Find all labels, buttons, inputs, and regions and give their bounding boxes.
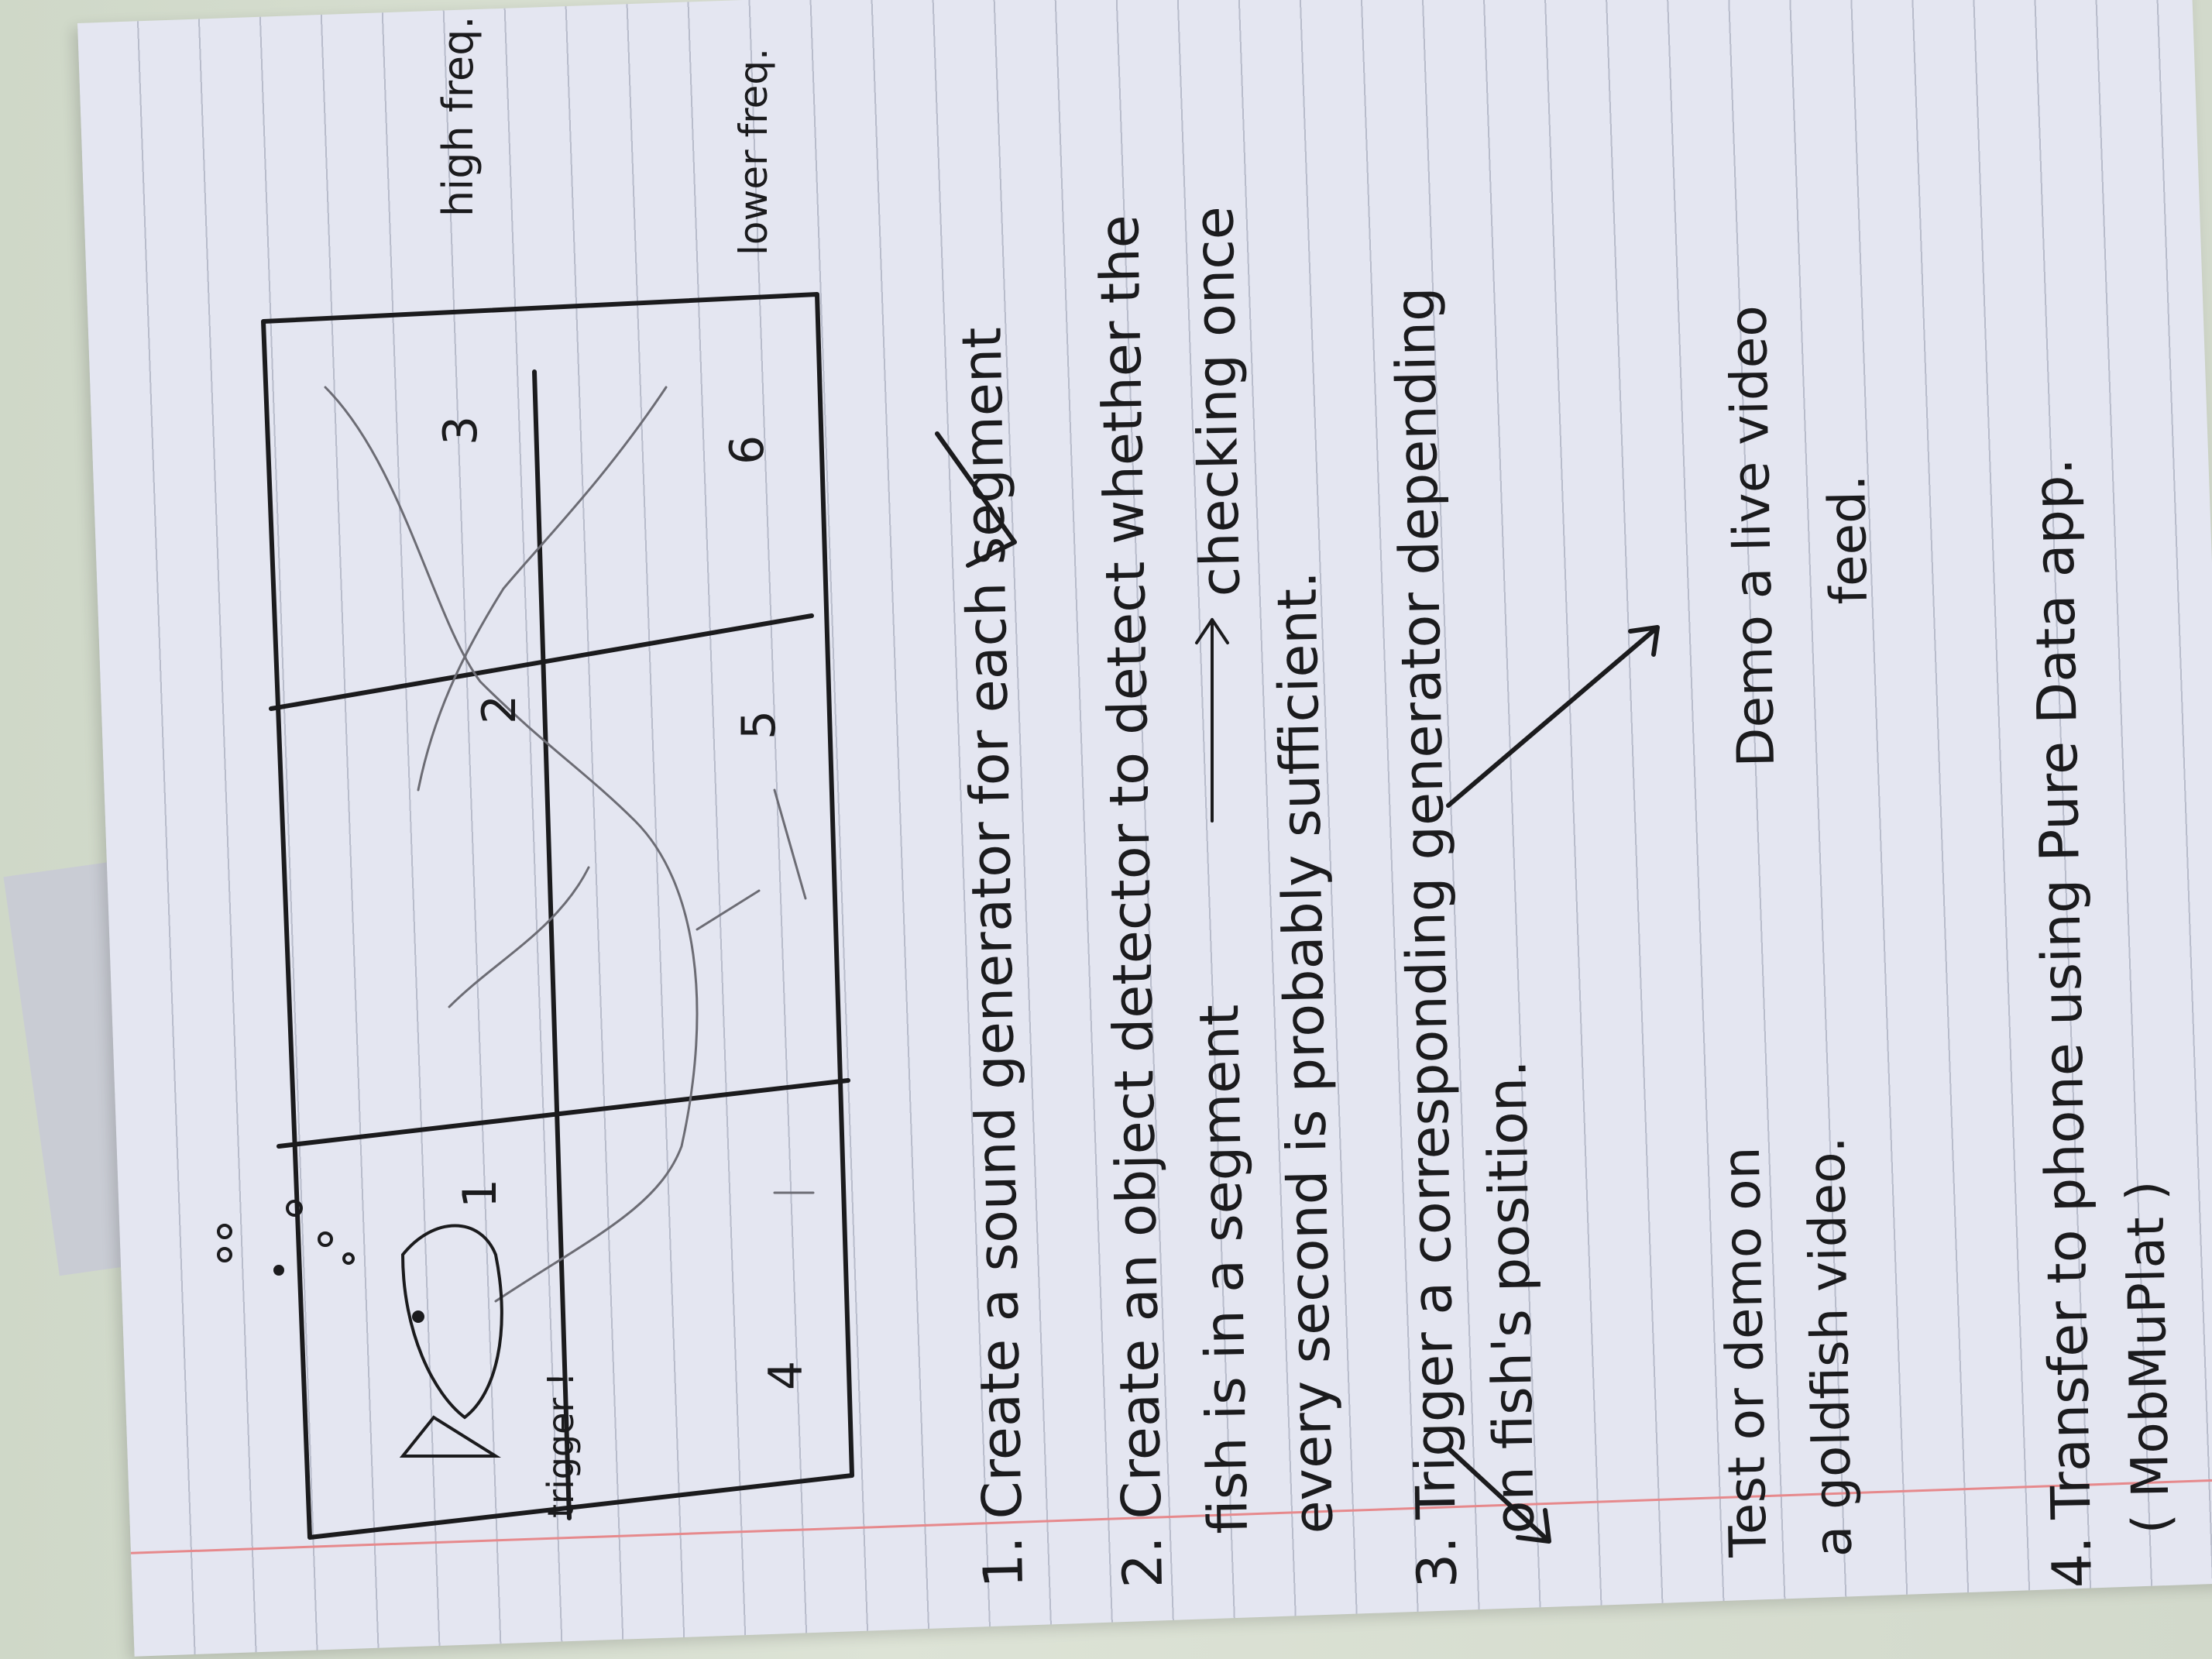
tank-midline — [532, 369, 572, 1520]
step4-line2: ( MobMuPlat ) — [2115, 1180, 2181, 1534]
step2-line1: 2. Create an object detector to detect w… — [1087, 215, 1175, 1589]
step2-line3: every second is probably sufficient. — [1265, 571, 1345, 1534]
step2-line2: fish is in a segment — [1187, 1004, 1260, 1534]
check-mark — [935, 431, 1017, 568]
segment-label-5: 5 — [732, 710, 786, 740]
arrow-up-right-icon — [1446, 625, 1660, 808]
pencil-mark — [696, 889, 761, 931]
divider-upper — [269, 613, 814, 711]
trigger-label: trigger ! — [540, 1372, 582, 1518]
arrow-down-left-icon — [1446, 1446, 1551, 1544]
divider-lower — [276, 1078, 850, 1149]
bubbles — [217, 1200, 355, 1276]
segment-label-4: 4 — [759, 1361, 813, 1390]
test-line2: a goldfish video. — [1797, 1136, 1863, 1558]
step3-line1: 3. Trigger a corresponding generator dep… — [1383, 287, 1469, 1589]
live-line2: feed. — [1817, 474, 1879, 605]
notes-list: 1. Create a sound generator for each seg… — [935, 206, 2181, 1589]
segment-label-3: 3 — [434, 416, 488, 445]
fish-swim-path-3 — [448, 866, 590, 1008]
segment-label-2: 2 — [472, 695, 527, 724]
tank-outline — [261, 292, 854, 1540]
test-line1: Test or demo on — [1712, 1146, 1778, 1558]
step3-line2: on fish's position. — [1475, 1060, 1547, 1534]
step1-text: 1. Create a sound generator for each seg… — [950, 327, 1036, 1589]
fish-drawing — [399, 1224, 503, 1458]
lower-freq-label: lower freq. — [731, 48, 776, 256]
high-freq-label: high freq. — [434, 15, 483, 217]
step2-checking: checking once — [1182, 206, 1252, 598]
fish-swim-path — [324, 386, 699, 1303]
arrow-right-icon — [1195, 618, 1229, 823]
live-line1: Demo a live video — [1719, 305, 1786, 768]
segment-label-1: 1 — [453, 1179, 507, 1208]
segment-label-6: 6 — [720, 435, 775, 465]
fish-swim-path-2 — [417, 386, 668, 792]
tank-sketch: 1 2 3 4 5 6 trigger ! high freq. lower f… — [217, 15, 854, 1540]
pencil-mark-2 — [773, 788, 807, 900]
step4-line1: 4. Transfer to phone using Pure Data app… — [2021, 458, 2104, 1589]
